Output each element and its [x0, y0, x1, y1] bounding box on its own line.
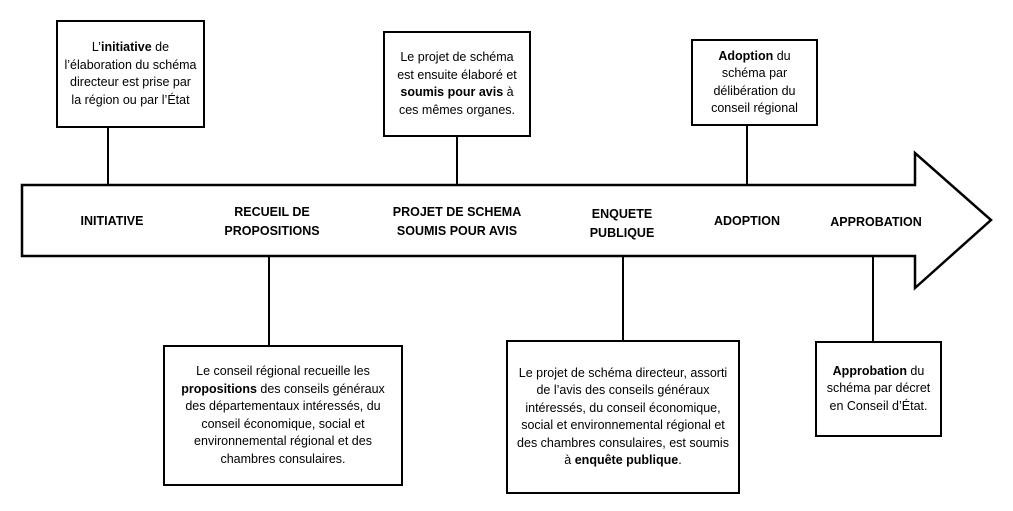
box-text: L’ [91, 40, 101, 54]
stage-approbation: APPROBATION [816, 213, 936, 232]
box-enquete: Le projet de schéma directeur, assorti d… [506, 340, 740, 494]
stage-projet: PROJET DE SCHEMA SOUMIS POUR AVIS [382, 203, 532, 241]
box-approbation: Approbation du schéma par décret en Cons… [815, 341, 942, 437]
stage-label: ADOPTION [714, 214, 780, 228]
stage-label-line1: ENQUETE [591, 207, 653, 221]
stage-label-line1: PROJET DE SCHEMA [392, 205, 522, 219]
box-text: des conseils généraux des départementaux… [185, 381, 385, 466]
box-adoption: Adoption du schéma par délibération du c… [691, 39, 818, 126]
stage-enquete: ENQUETE PUBLIQUE [572, 205, 672, 243]
stage-label-line2: PUBLIQUE [589, 226, 655, 240]
box-text: de l’élaboration du schéma directeur est… [64, 40, 197, 107]
stage-initiative: INITIATIVE [62, 212, 162, 231]
box-initiative: L’initiative de l’élaboration du schéma … [56, 20, 205, 128]
box-text-bold: propositions [181, 381, 257, 396]
box-text: . [678, 453, 682, 467]
box-text: Le projet de schéma directeur, assorti d… [517, 365, 729, 468]
box-text-bold: Approbation [832, 363, 907, 378]
box-text-bold: Adoption [718, 48, 774, 63]
box-text: Le projet de schéma est ensuite élaboré … [397, 50, 517, 82]
box-text: à ces mêmes organes. [398, 85, 516, 117]
box-text: du schéma par décret en Conseil d’État. [826, 363, 931, 413]
box-text-bold: soumis pour avis [400, 85, 504, 99]
box-text-bold: enquête publique [574, 453, 679, 467]
stage-adoption: ADOPTION [697, 212, 797, 231]
box-text: du schéma par délibération du conseil ré… [711, 48, 798, 116]
stage-label-line1: RECUEIL DE [234, 205, 310, 219]
stage-label-line2: SOUMIS POUR AVIS [396, 224, 518, 238]
stage-label: INITIATIVE [80, 214, 144, 228]
timeline-arrow [20, 150, 993, 291]
stage-recueil: RECUEIL DE PROPOSITIONS [212, 203, 332, 241]
box-recueil: Le conseil régional recueille les propos… [163, 345, 403, 486]
stage-label: APPROBATION [830, 215, 922, 229]
box-text-bold: initiative [100, 40, 152, 54]
stage-label-line2: PROPOSITIONS [224, 224, 320, 238]
box-text: Le conseil régional recueille les [196, 364, 370, 378]
box-projet: Le projet de schéma est ensuite élaboré … [383, 31, 531, 137]
